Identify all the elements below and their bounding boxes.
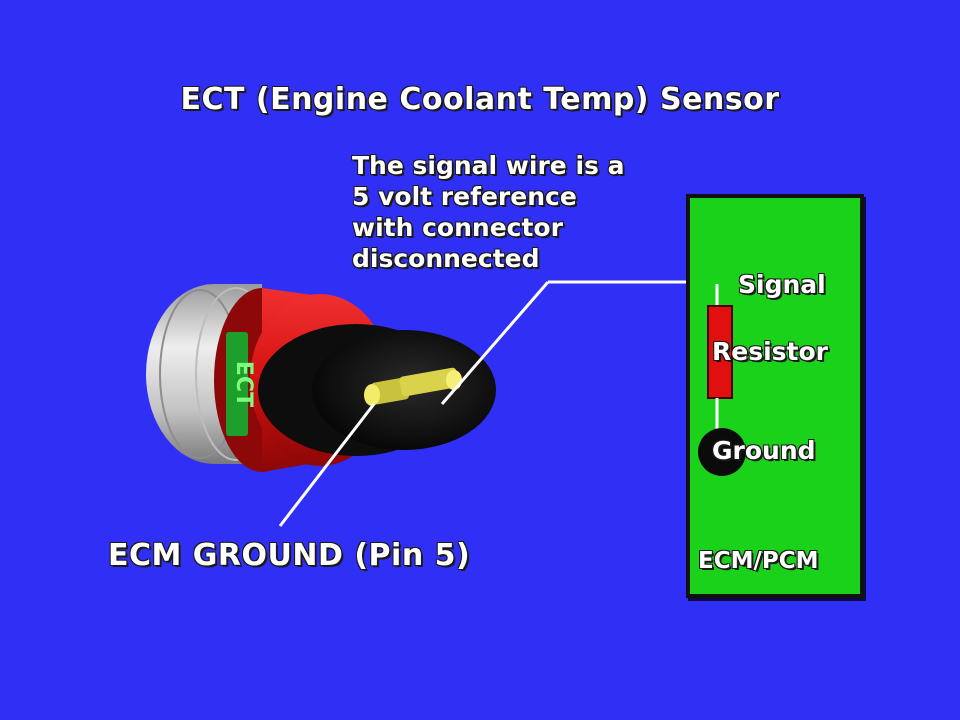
callout-line: 5 volt reference [352,182,577,211]
ecm-ground-label: Ground [712,436,816,465]
ecm-resistor-label: Resistor [712,337,828,366]
signal-lead-line [440,281,550,405]
ground-pin-callout: ECM GROUND (Pin 5) [108,538,471,573]
resistor-symbol [707,305,733,399]
callout-line: The signal wire is a [352,151,625,180]
page-title: ECT (Engine Coolant Temp) Sensor [180,82,780,117]
sensor-housing-lettering: ECT [231,361,256,407]
ecm-module-label: ECM/PCM [698,548,819,574]
ground-lead-line [278,403,376,527]
ecm-signal-label: Signal [738,270,826,299]
terminal-pins [364,367,462,406]
ground-terminal [698,428,746,476]
callout-line: with connector [352,213,563,242]
signal-wire-callout: The signal wire is a 5 volt reference wi… [352,150,624,274]
callout-line: disconnected [352,244,540,273]
